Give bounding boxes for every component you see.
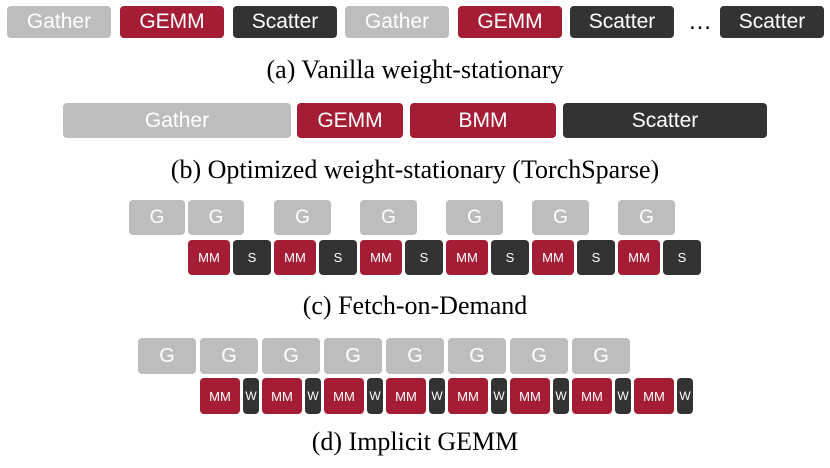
gather-block: G xyxy=(572,338,630,374)
gather-block: G xyxy=(324,338,382,374)
w-block: W xyxy=(677,378,693,414)
scatter-block: Scatter xyxy=(720,6,824,38)
caption-b: (b) Optimized weight-stationary (TorchSp… xyxy=(170,155,660,184)
mm-block: MM xyxy=(274,240,316,275)
mm-block: MM xyxy=(532,240,574,275)
ellipsis: … xyxy=(688,8,712,35)
gather-block: G xyxy=(274,200,331,235)
caption-a: (a) Vanilla weight-stationary xyxy=(266,55,564,84)
gemm-block: GEMM xyxy=(120,6,224,38)
gather-block: G xyxy=(200,338,258,374)
s-block: S xyxy=(405,240,443,275)
w-block: W xyxy=(553,378,569,414)
mm-block: MM xyxy=(386,378,426,414)
w-block: W xyxy=(305,378,321,414)
mm-block: MM xyxy=(510,378,550,414)
w-block: W xyxy=(615,378,631,414)
gather-block: Gather xyxy=(7,6,111,38)
gather-block: G xyxy=(262,338,320,374)
mm-block: MM xyxy=(618,240,660,275)
gather-block: G xyxy=(188,200,244,235)
bmm-block: BMM xyxy=(410,103,556,138)
mm-block: MM xyxy=(448,378,488,414)
caption-c: (c) Fetch-on-Demand xyxy=(302,291,528,320)
mm-block: MM xyxy=(324,378,364,414)
gather-block: Gather xyxy=(345,6,449,38)
w-block: W xyxy=(367,378,383,414)
scatter-block: Scatter xyxy=(570,6,674,38)
gather-block: G xyxy=(138,338,196,374)
mm-block: MM xyxy=(188,240,230,275)
gather-block: G xyxy=(618,200,675,235)
gather-block: Gather xyxy=(63,103,291,138)
mm-block: MM xyxy=(200,378,240,414)
gather-block: G xyxy=(446,200,503,235)
gather-block: G xyxy=(510,338,568,374)
s-block: S xyxy=(491,240,529,275)
mm-block: MM xyxy=(262,378,302,414)
mm-block: MM xyxy=(360,240,402,275)
s-block: S xyxy=(577,240,615,275)
w-block: W xyxy=(491,378,507,414)
caption-d: (d) Implicit GEMM xyxy=(311,427,519,456)
s-block: S xyxy=(233,240,271,275)
scatter-block: Scatter xyxy=(233,6,337,38)
w-block: W xyxy=(429,378,445,414)
mm-block: MM xyxy=(572,378,612,414)
scatter-block: Scatter xyxy=(563,103,767,138)
gemm-block: GEMM xyxy=(297,103,403,138)
gather-block: G xyxy=(129,200,185,235)
mm-block: MM xyxy=(634,378,674,414)
gather-block: G xyxy=(360,200,417,235)
gather-block: G xyxy=(532,200,589,235)
gemm-block: GEMM xyxy=(458,6,562,38)
gather-block: G xyxy=(448,338,506,374)
gather-block: G xyxy=(386,338,444,374)
s-block: S xyxy=(319,240,357,275)
w-block: W xyxy=(243,378,259,414)
s-block: S xyxy=(663,240,701,275)
mm-block: MM xyxy=(446,240,488,275)
